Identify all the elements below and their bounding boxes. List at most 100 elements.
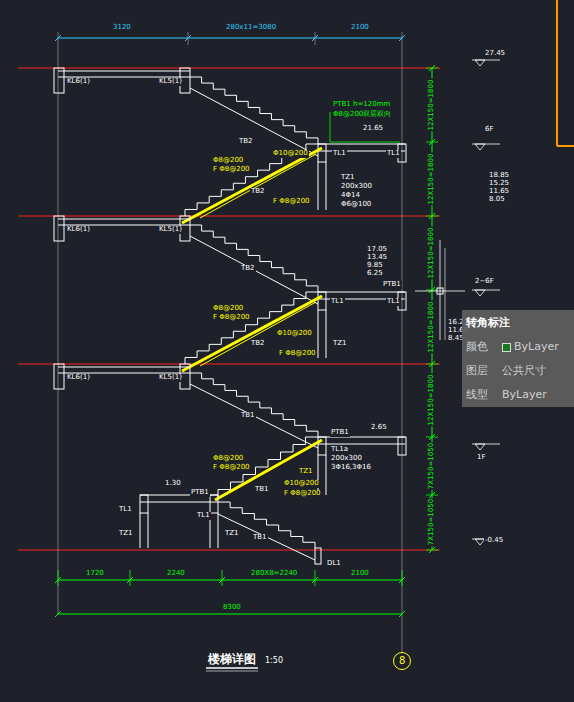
annotation-label: PTB1 [382, 281, 402, 289]
annotation-label: F Φ8@200 [278, 350, 317, 358]
annotation-label: 21.65 [362, 125, 384, 133]
extension-line [315, 570, 316, 586]
beam-tl1 [318, 144, 326, 162]
stair-slab-highlight [182, 148, 322, 223]
beam-tl1 [318, 292, 326, 310]
annotation-label: KL5(1) [158, 374, 183, 382]
dimension-line [58, 580, 402, 581]
annotation-label: 2.65 [370, 424, 388, 432]
axis-bubble: 8 [393, 652, 411, 670]
annotation-label: TL1 [386, 298, 401, 306]
property-text: 颜色 [466, 340, 488, 353]
rebar-line [200, 302, 316, 366]
annotation-label: 1F [476, 454, 486, 462]
axis-line [402, 32, 403, 652]
landing-slab [140, 502, 218, 503]
dimension-tick [399, 611, 405, 617]
column-tz1 [326, 310, 327, 358]
floor-slab [58, 219, 190, 220]
annotation-label: TL1 [196, 512, 211, 520]
annotation-label: PTB1 h=120mm [332, 101, 391, 109]
beam-tl1 [140, 495, 148, 513]
leader-line [445, 248, 446, 340]
dimension-text: 12X150=1800 [428, 374, 436, 427]
title-underline [206, 667, 258, 669]
beam-kl6 [54, 364, 64, 389]
stair-steps [218, 502, 315, 548]
stair-slab [190, 384, 318, 448]
dimension-tick [219, 577, 225, 583]
annotation-label: 2240 [166, 570, 186, 578]
column-tz1 [326, 455, 327, 495]
axis-number: 8 [399, 655, 405, 667]
landing-slab [318, 444, 405, 445]
dimension-tick [127, 577, 133, 583]
annotation-label: TZ1 [224, 530, 240, 538]
annotation-label: F Φ8@200 [212, 314, 251, 322]
annotation-label: -0.45 [484, 537, 504, 545]
annotation-label: Φ8@200 [212, 305, 244, 313]
stair-slab [218, 514, 315, 560]
annotation-label: 8.05 [488, 196, 506, 204]
beam-kl6 [54, 68, 64, 93]
annotation-label: TL1 [386, 150, 401, 158]
dimension-text: 12X150=1800 [428, 227, 436, 280]
annotation-label: Φ8@200 [212, 455, 244, 463]
dimension-text: 7X150=1050 [428, 498, 436, 546]
landing-slab [318, 292, 405, 293]
annotation-label: 6.25 [366, 270, 384, 278]
annotation-label: F Φ8@200 [283, 490, 322, 498]
annotation-label: 1.30 [164, 480, 182, 488]
annotation-label: TL1 [118, 506, 133, 514]
annotation-label: 200x300 [330, 455, 363, 463]
annotation-label: TL1 [332, 150, 347, 158]
column-tz1 [218, 513, 219, 548]
annotation-label: Φ8@200 [212, 157, 244, 165]
annotation-label: TZ1 [340, 174, 356, 182]
dimension-line [58, 614, 402, 615]
property-text: 线型 [466, 388, 488, 401]
annotation-label: 280X8=2240 [250, 570, 298, 578]
stair-slab [190, 236, 318, 304]
property-text: ByLayer [502, 388, 547, 401]
dimension-tick [429, 434, 435, 440]
floor-level-line [18, 550, 440, 551]
annotation-label: Φ6@100 [340, 201, 372, 209]
annotation-label: 17.05 [366, 246, 388, 254]
dimension-tick [55, 611, 61, 617]
annotation-label: 280x11=3080 [225, 24, 277, 32]
dimension-tick [429, 287, 435, 293]
annotation-label: TB1 [252, 534, 268, 542]
annotation-label: F Φ8@200 [272, 198, 311, 206]
annotation-label: KL6(1) [66, 78, 91, 86]
dimension-tick [55, 35, 61, 41]
annotation-label: TZ1 [332, 340, 348, 348]
cursor [440, 240, 441, 340]
dimension-text: 12X150=1800 [428, 153, 436, 206]
dimension-text: 12X150=1800 [428, 301, 436, 354]
beam-tl1 [210, 495, 218, 513]
annotation-label: TZ1 [298, 468, 314, 476]
annotation-label: 3120 [112, 24, 132, 32]
annotation-label: TB2 [250, 188, 266, 196]
annotation-label: KL5(1) [158, 226, 183, 234]
panel-border [556, 0, 558, 146]
annotation-label: KL5(1) [158, 78, 183, 86]
annotation-label: 3Φ16,3Φ16 [330, 464, 372, 472]
dimension-tick [55, 577, 61, 583]
stair-steps [190, 225, 318, 292]
annotation-label: TZ1 [118, 530, 134, 538]
drawing-title: 楼梯详图 [207, 653, 257, 666]
floor-level-line [18, 216, 440, 217]
property-text: 公共尺寸 [502, 364, 546, 377]
annotation-label: 200x300 [340, 183, 373, 191]
dimension-tick [429, 361, 435, 367]
dimension-tick [312, 577, 318, 583]
dimension-text: 7X150=1050 [428, 442, 436, 490]
annotation-label: 1720 [85, 570, 105, 578]
extension-line [402, 570, 403, 586]
dimension-tick [429, 213, 435, 219]
rebar-line [200, 154, 316, 218]
stair-steps [185, 292, 318, 364]
property-text: 图层 [466, 364, 488, 377]
